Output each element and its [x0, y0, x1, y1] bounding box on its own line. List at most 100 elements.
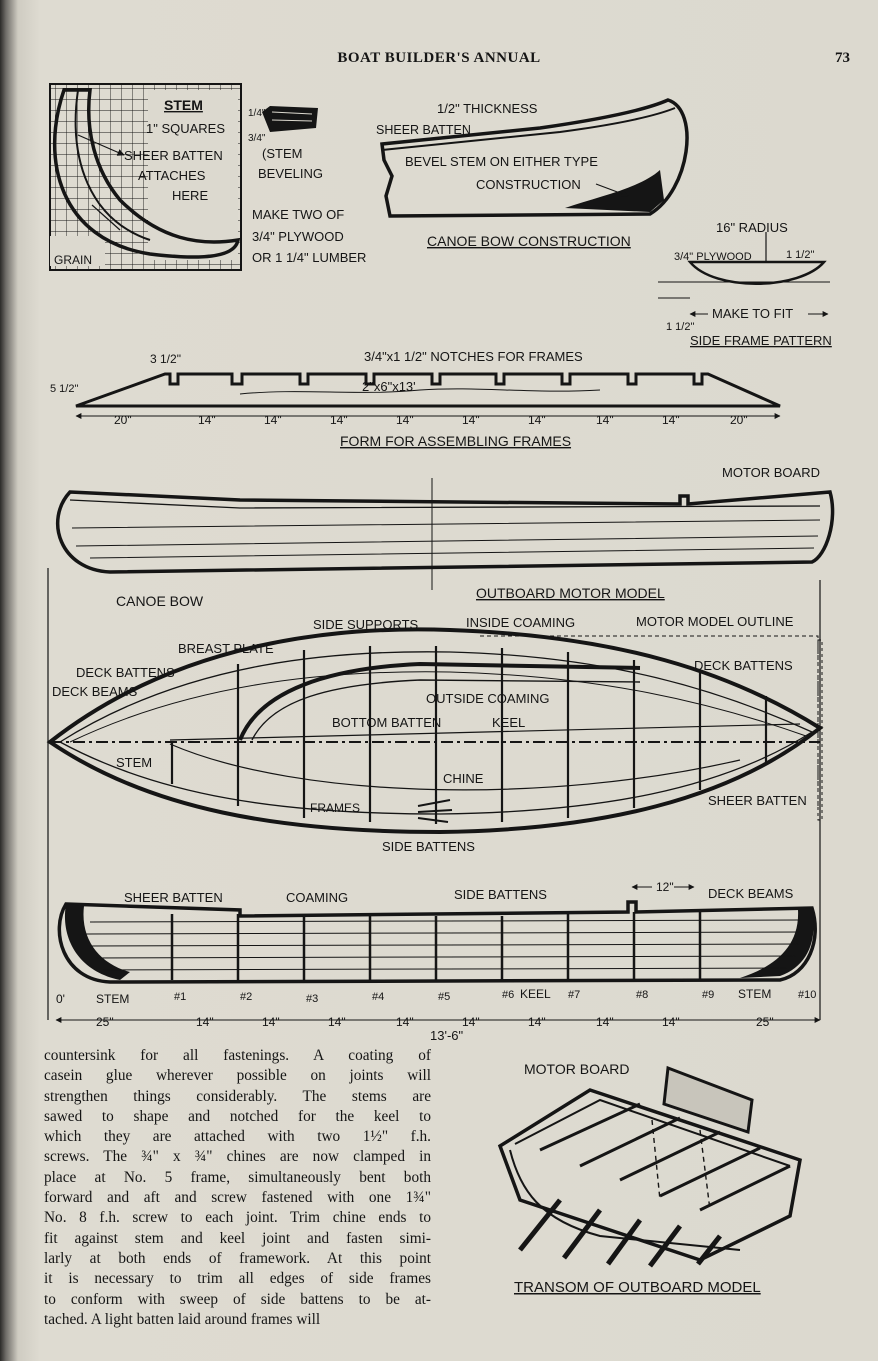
bow-thickness-label: 1/2" THICKNESS — [437, 101, 538, 116]
frame-plywood-label: 3/4" PLYWOOD — [674, 251, 752, 263]
station-label: #7 — [568, 989, 580, 1001]
canoe-bow-outline — [380, 98, 689, 218]
bevel-dim-bottom: 3/4" — [248, 133, 266, 144]
text-line: screws. The ¾" x ¾" chines are now clamp… — [44, 1148, 431, 1166]
form-width-dim: 3 1/2" — [150, 352, 181, 366]
text-line: casein glue wherever possible on joints … — [44, 1067, 431, 1085]
station-label: #10 — [798, 989, 816, 1001]
stem-pattern-figure: STEM 1" SQUARES SHEER BATTEN ATTACHES HE… — [49, 83, 366, 271]
form-spacing: 14" — [462, 413, 480, 427]
bevel-area — [565, 170, 664, 212]
station-label: #5 — [438, 991, 450, 1003]
frame-radius-label: 16" RADIUS — [716, 220, 788, 235]
form-lumber-label: 2"x6"x13' — [362, 379, 416, 394]
form-spacing: 20" — [114, 413, 132, 427]
frame-dim-right: 1 1/2" — [786, 249, 814, 261]
elev-side-battens-label: SIDE BATTENS — [454, 887, 547, 902]
plan-view-figure: SIDE SUPPORTS INSIDE COAMING MOTOR MODEL… — [46, 614, 824, 854]
elev-coaming-label: COAMING — [286, 890, 348, 905]
stem-title: STEM — [164, 97, 203, 113]
side-battens-plan-label: SIDE BATTENS — [382, 839, 475, 854]
elevation-hull — [57, 900, 817, 984]
outboard-model-label: OUTBOARD MOTOR MODEL — [476, 585, 665, 601]
text-line: fit against stem and keel joint and fast… — [44, 1229, 431, 1247]
station-label: #6 — [502, 989, 514, 1001]
form-spacing: 14" — [198, 413, 216, 427]
elev-spacing: 14" — [528, 1015, 546, 1029]
transom-motor-board-label: MOTOR BOARD — [524, 1061, 630, 1077]
canoe-bow-figure: 1/2" THICKNESS SHEER BATTEN BEVEL STEM O… — [376, 98, 689, 249]
elev-spacing: 14" — [662, 1015, 680, 1029]
text-line: sawed to shape and notched for the keel … — [44, 1107, 431, 1125]
bevel-dim-top: 1/4" — [248, 108, 266, 119]
elev-deck-beams-label: DECK BEAMS — [708, 886, 794, 901]
side-frame-figure: 16" RADIUS 3/4" PLYWOOD 1 1/2" 1 1/2" MA… — [658, 220, 832, 348]
assembly-form-figure: 3 1/2" 3/4"x1 1/2" NOTCHES FOR FRAMES 2"… — [50, 349, 781, 449]
keel-label: KEEL — [492, 715, 525, 730]
make-two-label-3: OR 1 1/4" LUMBER — [252, 250, 366, 265]
elev-stem-right: STEM — [738, 987, 771, 1001]
bevel-label-1: (STEM — [262, 146, 302, 161]
text-line: which they are attached with two 1½" f.h… — [44, 1128, 431, 1146]
elevation-spacing-labels: 25" 14" 14" 14" 14" 14" 14" 14" 14" 25" — [96, 1015, 774, 1029]
elev-spacing: 14" — [262, 1015, 280, 1029]
elev-dim-12: 12" — [656, 880, 674, 894]
text-line: forward and aft and screw fastened with … — [44, 1189, 431, 1207]
transom-figure: MOTOR BOARD TRANSOM OF OUTBOARD MODEL — [497, 1061, 802, 1296]
form-spacing-labels: 20" 14" 14" 14" 14" 14" 14" 14" 14" 20" — [114, 413, 748, 427]
deck-battens-left-label: DECK BATTENS — [76, 665, 175, 680]
form-spacing: 14" — [528, 413, 546, 427]
make-two-label-2: 3/4" PLYWOOD — [252, 229, 344, 244]
elev-spacing: 14" — [396, 1015, 414, 1029]
text-line: countersink for all fastenings. A coatin… — [44, 1047, 431, 1064]
form-caption: FORM FOR ASSEMBLING FRAMES — [340, 433, 571, 449]
form-spacing: 14" — [330, 413, 348, 427]
frames-label: FRAMES — [310, 801, 360, 815]
form-board — [75, 372, 781, 408]
text-line: to conform with sweep of side battens to… — [44, 1290, 431, 1308]
plan-hull — [46, 627, 824, 835]
form-spacing: 14" — [396, 413, 414, 427]
stem-sheer-label-2: ATTACHES — [138, 168, 206, 183]
elev-spacing: 14" — [196, 1015, 214, 1029]
running-header: BOAT BUILDER'S ANNUAL — [337, 50, 541, 66]
station-label: #9 — [702, 989, 714, 1001]
bevel-label-2: BEVELING — [258, 166, 323, 181]
elev-spacing: 14" — [596, 1015, 614, 1029]
elev-sheer-batten-label: SHEER BATTEN — [124, 890, 223, 905]
transom-caption: TRANSOM OF OUTBOARD MODEL — [514, 1279, 761, 1296]
motor-board-shape — [662, 1065, 754, 1135]
station-label: #4 — [372, 991, 384, 1003]
station-label: #3 — [306, 993, 318, 1005]
motor-board-label: MOTOR BOARD — [722, 465, 820, 480]
elev-spacing: 14" — [328, 1015, 346, 1029]
outside-coaming-label: OUTSIDE COAMING — [426, 691, 550, 706]
bow-bevel-label-2: CONSTRUCTION — [476, 177, 581, 192]
canoe-bow-label: CANOE BOW — [116, 593, 204, 609]
form-spacing: 14" — [662, 413, 680, 427]
breast-plate-label: BREAST PLATE — [178, 641, 274, 656]
form-height-dim: 5 1/2" — [50, 383, 78, 395]
form-spacing: 14" — [264, 413, 282, 427]
elev-spacing: 14" — [462, 1015, 480, 1029]
frame-dim-left: 1 1/2" — [666, 321, 694, 333]
elev-stem-left: STEM — [96, 992, 129, 1006]
text-line: place at No. 5 frame, simultaneously ben… — [44, 1168, 431, 1186]
body-text: countersink for all fastenings. A coatin… — [44, 1046, 431, 1330]
side-frame-caption: SIDE FRAME PATTERN — [690, 333, 832, 348]
stem-sheer-label-1: SHEER BATTEN — [124, 148, 223, 163]
elev-spacing: 25" — [96, 1015, 114, 1029]
inside-coaming-label: INSIDE COAMING — [466, 615, 575, 630]
sheer-batten-plan-label: SHEER BATTEN — [708, 793, 807, 808]
elev-keel-label: KEEL — [520, 987, 551, 1001]
deck-battens-right-label: DECK BATTENS — [694, 658, 793, 673]
text-line: it is necessary to trim all edges of sid… — [44, 1270, 431, 1288]
elev-overall-length: 13'-6" — [430, 1028, 464, 1043]
bottom-batten-label: BOTTOM BATTEN — [332, 715, 441, 730]
side-frame-shape — [687, 260, 827, 285]
deck-beams-label: DECK BEAMS — [52, 684, 138, 699]
text-line: larly at both ends of framework. At this… — [44, 1249, 431, 1267]
page-number: 73 — [835, 50, 850, 66]
text-line: No. 8 f.h. screw to each joint. Trim chi… — [44, 1209, 431, 1227]
